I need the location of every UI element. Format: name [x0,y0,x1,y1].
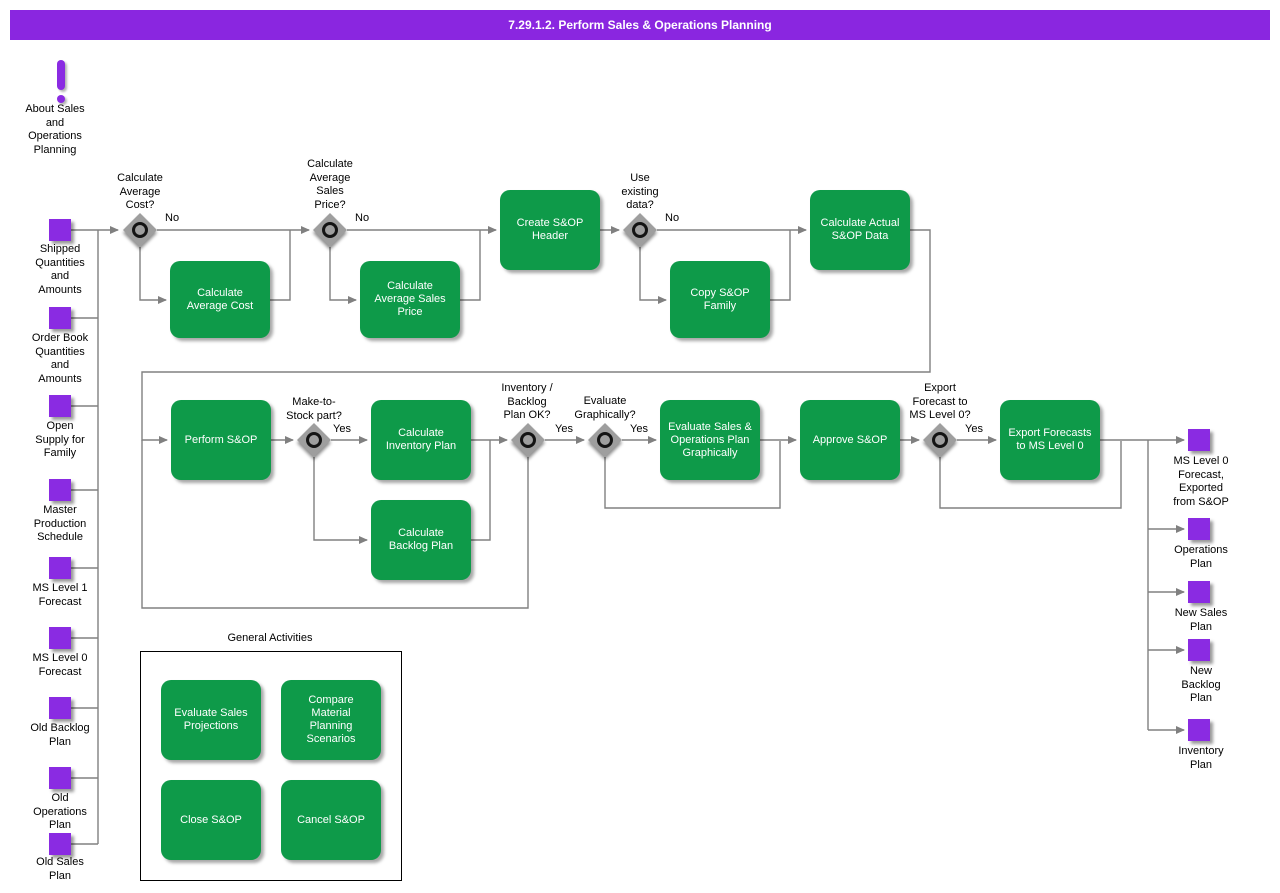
gateway-circle-icon [322,222,338,238]
page-title-text: 7.29.1.2. Perform Sales & Operations Pla… [508,18,772,32]
branch-label-yes: Yes [333,423,351,435]
input-old-backlog-plan-label: Old Backlog Plan [30,722,90,748]
input-old-operations-plan[interactable] [49,767,71,789]
branch-label-yes: Yes [965,423,983,435]
about-label: About Sales and Operations Planning [25,103,85,156]
decision-inventory-backlog-ok [511,423,545,457]
output-new-backlog-plan-label: New Backlog Plan [1181,665,1221,704]
output-operations-plan[interactable] [1188,518,1210,540]
input-ms-level-0-forecast[interactable] [49,627,71,649]
process-approve-sop[interactable]: Approve S&OP [800,400,900,480]
input-open-supply-label: Open Supply for Family [35,420,85,459]
process-calculate-inventory-plan[interactable]: Calculate Inventory Plan [371,400,471,480]
input-old-operations-plan-label: Old Operations Plan [33,792,87,831]
process-cancel-sop[interactable]: Cancel S&OP [281,780,381,860]
process-calculate-actual-sop-data[interactable]: Calculate Actual S&OP Data [810,190,910,270]
input-master-production-schedule-label: Master Production Schedule [33,504,87,543]
general-activities-title: General Activities [227,632,313,644]
decision-use-existing-data-label: Use existing data? [621,172,659,211]
input-ms-level-0-forecast-label: MS Level 0 Forecast [32,652,88,678]
output-new-sales-plan-label: New Sales Plan [1174,607,1228,633]
decision-calculate-average-sales-price [313,213,347,247]
input-shipped-quantities-label: Shipped Quantities and Amounts [35,243,85,296]
decision-export-forecast [923,423,957,457]
output-new-sales-plan[interactable] [1188,581,1210,603]
output-ms-level-0-forecast-exported-label: MS Level 0 Forecast, Exported from S&OP [1173,455,1229,508]
decision-use-existing-data [623,213,657,247]
input-old-sales-plan[interactable] [49,833,71,855]
input-shipped-quantities[interactable] [49,219,71,241]
gateway-circle-icon [632,222,648,238]
exclamation-dot-icon [57,95,65,103]
process-evaluate-sales-projections[interactable]: Evaluate Sales Projections [161,680,261,760]
process-calculate-average-cost[interactable]: Calculate Average Cost [170,261,270,338]
input-ms-level-1-forecast-label: MS Level 1 Forecast [32,582,88,608]
branch-label-no: No [665,212,680,224]
page-title: 7.29.1.2. Perform Sales & Operations Pla… [10,10,1270,40]
branch-label-no: No [355,212,370,224]
decision-inventory-backlog-ok-label: Inventory / Backlog Plan OK? [501,382,553,421]
process-copy-sop-family[interactable]: Copy S&OP Family [670,261,770,338]
branch-label-yes: Yes [630,423,648,435]
output-inventory-plan-label: Inventory Plan [1178,745,1224,771]
gateway-circle-icon [132,222,148,238]
decision-make-to-stock [297,423,331,457]
decision-make-to-stock-label: Make-to- Stock part? [286,396,342,422]
decision-calculate-average-sales-price-label: Calculate Average Sales Price? [307,158,353,211]
output-ms-level-0-forecast-exported[interactable] [1188,429,1210,451]
branch-label-yes: Yes [555,423,573,435]
input-open-supply[interactable] [49,395,71,417]
input-old-sales-plan-label: Old Sales Plan [36,856,84,882]
gateway-circle-icon [597,432,613,448]
gateway-circle-icon [306,432,322,448]
input-order-book-quantities[interactable] [49,307,71,329]
process-compare-material-planning-scenarios[interactable]: Compare Material Planning Scenarios [281,680,381,760]
exclamation-bar-icon [57,60,65,90]
decision-calculate-average-cost [123,213,157,247]
decision-evaluate-graphically-label: Evaluate Graphically? [574,395,636,421]
output-operations-plan-label: Operations Plan [1174,544,1228,570]
process-calculate-backlog-plan[interactable]: Calculate Backlog Plan [371,500,471,580]
input-master-production-schedule[interactable] [49,479,71,501]
process-evaluate-sop-graphically[interactable]: Evaluate Sales & Operations Plan Graphic… [660,400,760,480]
output-new-backlog-plan[interactable] [1188,639,1210,661]
process-perform-sop[interactable]: Perform S&OP [171,400,271,480]
process-close-sop[interactable]: Close S&OP [161,780,261,860]
decision-calculate-average-cost-label: Calculate Average Cost? [117,172,163,211]
decision-evaluate-graphically [588,423,622,457]
gateway-circle-icon [932,432,948,448]
input-ms-level-1-forecast[interactable] [49,557,71,579]
input-old-backlog-plan[interactable] [49,697,71,719]
process-export-forecasts[interactable]: Export Forecasts to MS Level 0 [1000,400,1100,480]
process-calculate-average-sales-price[interactable]: Calculate Average Sales Price [360,261,460,338]
input-order-book-quantities-label: Order Book Quantities and Amounts [31,332,89,385]
branch-label-no: No [165,212,180,224]
process-create-sop-header[interactable]: Create S&OP Header [500,190,600,270]
decision-export-forecast-label: Export Forecast to MS Level 0? [909,382,971,421]
gateway-circle-icon [520,432,536,448]
output-inventory-plan[interactable] [1188,719,1210,741]
